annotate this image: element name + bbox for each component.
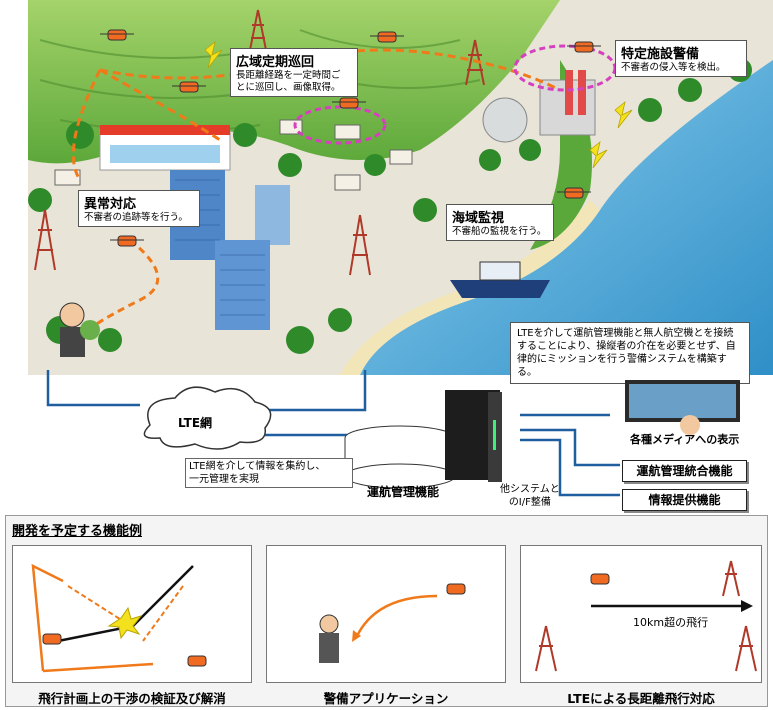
suspect-figure bbox=[59, 302, 100, 357]
shop-building bbox=[99, 125, 231, 171]
callout-sea-title: 海域監視 bbox=[452, 211, 505, 226]
callout-anomaly-title: 異常対応 bbox=[84, 197, 137, 212]
examples-heading: 開発を予定する機能例 bbox=[12, 524, 143, 539]
server-label: 運航管理機能 bbox=[367, 485, 440, 499]
patrol-boat bbox=[450, 261, 550, 298]
chase-route bbox=[94, 238, 160, 327]
interference-diagram bbox=[31, 563, 207, 673]
media-display-label: 各種メディアへの表示 bbox=[630, 433, 740, 446]
callout-anomaly: 異常対応 不審者の追跡等を行う。 bbox=[78, 190, 200, 227]
trees bbox=[28, 58, 752, 354]
monitor-icon bbox=[625, 380, 740, 435]
houses bbox=[54, 119, 413, 191]
feature-flight-management: 運航管理統合機能 bbox=[622, 460, 747, 482]
aggregate-note: LTE網を介して情報を集約し、 一元管理を実現 bbox=[185, 458, 353, 488]
callout-anomaly-desc: 不審者の追跡等を行う。 bbox=[84, 212, 188, 223]
long-range-diagram bbox=[535, 560, 757, 672]
callout-facility-desc: 不審者の侵入等を検出。 bbox=[621, 62, 726, 73]
panel-security-app bbox=[266, 545, 506, 683]
drones bbox=[100, 29, 601, 247]
range-label: 10km超の飛行 bbox=[633, 616, 709, 629]
panel-interference bbox=[12, 545, 252, 683]
panel-long-range bbox=[520, 545, 762, 683]
callout-sea: 海域監視 不審船の監視を行う。 bbox=[446, 204, 554, 241]
feature-info-provision: 情報提供機能 bbox=[622, 489, 747, 511]
panel-security-app-caption: 警備アプリケーション bbox=[323, 691, 449, 706]
lte-network-label: LTE網 bbox=[178, 416, 213, 430]
signal-bolts bbox=[204, 40, 633, 169]
sea bbox=[360, 60, 773, 375]
patrol-route bbox=[71, 48, 561, 181]
lte-cloud bbox=[143, 386, 272, 450]
server-tower-icon bbox=[445, 390, 502, 482]
panel-long-range-caption: LTEによる長距離飛行対応 bbox=[567, 691, 715, 706]
network-links bbox=[46, 370, 740, 497]
callout-facility-title: 特定施設警備 bbox=[621, 47, 700, 62]
lte-connection-note: LTEを介して運航管理機能と無人航空機とを接続することにより、操縦者の介在を必要… bbox=[510, 322, 750, 384]
callout-patrol-desc: 長距離経路を一定時間ご とに巡回し、画像取得。 bbox=[236, 70, 341, 93]
callout-sea-desc: 不審船の監視を行う。 bbox=[452, 226, 547, 237]
server-base bbox=[344, 425, 456, 489]
callout-patrol-title: 広域定期巡回 bbox=[236, 55, 315, 70]
panel-interference-caption: 飛行計画上の干渉の検証及び解消 bbox=[38, 691, 226, 706]
callout-facility: 特定施設警備 不審者の侵入等を検出。 bbox=[615, 40, 747, 77]
other-systems-note: 他システムと のI/F整備 bbox=[500, 484, 560, 508]
security-app-diagram bbox=[319, 583, 466, 663]
callout-patrol: 広域定期巡回 長距離経路を一定時間ご とに巡回し、画像取得。 bbox=[230, 48, 358, 97]
power-pylons bbox=[34, 9, 485, 276]
